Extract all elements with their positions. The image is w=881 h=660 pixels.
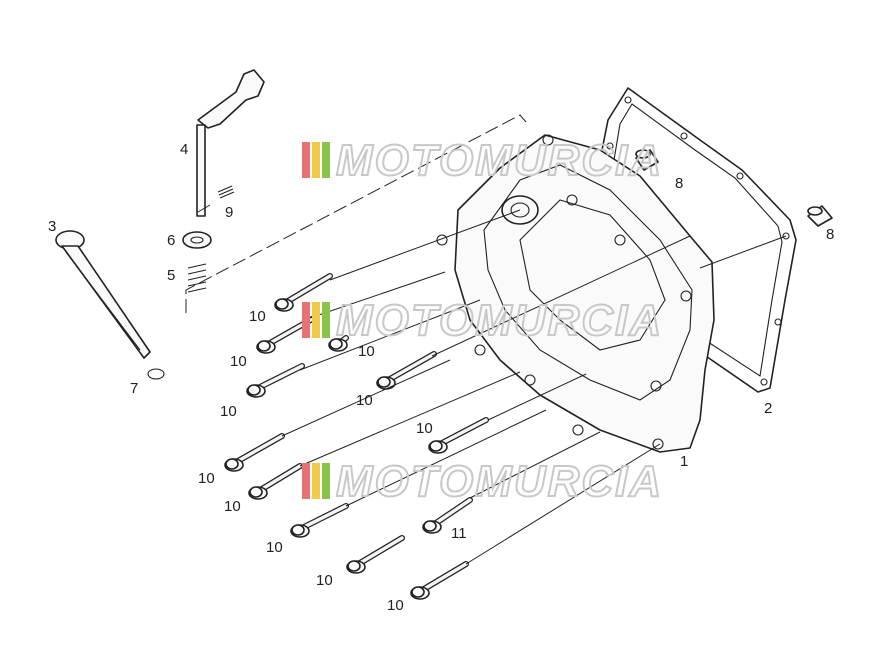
bolt-10 — [428, 417, 489, 454]
callout-2: 2 — [764, 400, 772, 417]
svg-text:MOTOMURCIA: MOTOMURCIA — [336, 136, 663, 185]
callout-8-upper: 8 — [675, 175, 683, 192]
spring-pin — [217, 185, 235, 199]
callout-10: 10 — [316, 572, 333, 589]
callout-10: 10 — [266, 539, 283, 556]
bolt-10 — [224, 433, 285, 472]
callout-10: 10 — [249, 308, 266, 325]
bolt-11 — [422, 497, 473, 534]
bolt-10 — [246, 363, 305, 398]
callout-10: 10 — [387, 597, 404, 614]
svg-text:MOTOMURCIA: MOTOMURCIA — [336, 457, 663, 506]
callout-8-right: 8 — [826, 226, 834, 243]
callout-4: 4 — [180, 141, 188, 158]
o-ring — [147, 368, 165, 380]
subassembly-frame — [185, 114, 527, 313]
bolt-10 — [328, 335, 349, 352]
callout-9: 9 — [225, 204, 233, 221]
callout-10: 10 — [198, 470, 215, 487]
bolt-10 — [290, 503, 349, 538]
callout-10: 10 — [358, 343, 375, 360]
bolt-10 — [346, 535, 405, 574]
callout-6: 6 — [167, 232, 175, 249]
callout-7: 7 — [130, 380, 138, 397]
callout-labels: 1 2 3 4 5 6 7 8 8 9 10 10 10 10 10 10 10… — [48, 141, 834, 614]
callout-10: 10 — [230, 353, 247, 370]
leader-lines — [197, 204, 787, 565]
bolt-10 — [410, 561, 469, 600]
oil-seal — [182, 231, 212, 249]
callout-1: 1 — [680, 453, 688, 470]
callout-5: 5 — [167, 267, 175, 284]
crankcase-cover — [436, 134, 715, 453]
dowel-pin-right — [807, 205, 833, 227]
bolt-10 — [248, 463, 303, 500]
oil-dipstick — [55, 230, 151, 359]
svg-text:MOTOMURCIA: MOTOMURCIA — [336, 296, 663, 345]
dowel-pin-upper — [635, 149, 659, 171]
callout-3: 3 — [48, 218, 56, 235]
gear-shift-shaft — [196, 69, 265, 217]
watermark-bottom: MOTOMURCIA — [302, 456, 663, 507]
callout-10: 10 — [356, 392, 373, 409]
watermark-top: MOTOMURCIA — [302, 135, 663, 186]
callout-10: 10 — [220, 403, 237, 420]
return-spring — [187, 263, 207, 293]
bolt-10 — [274, 273, 333, 312]
callout-11: 11 — [451, 525, 467, 542]
callout-10: 10 — [416, 420, 433, 437]
watermark-middle: MOTOMURCIA — [302, 295, 663, 346]
callout-10: 10 — [224, 498, 241, 515]
